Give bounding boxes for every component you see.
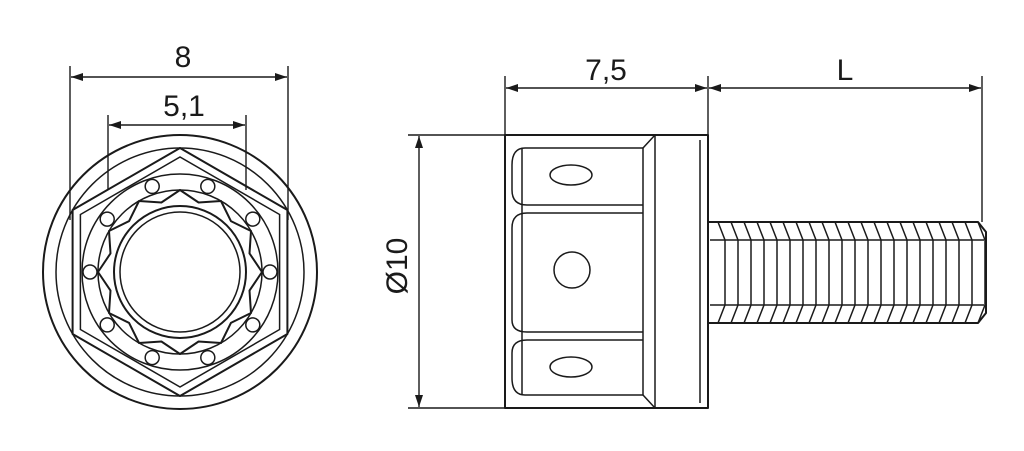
thread-crest — [717, 221, 726, 324]
thread-crest — [808, 221, 817, 324]
thread-crest — [782, 221, 791, 324]
thread-crest — [925, 221, 934, 324]
thread-crest — [847, 221, 856, 324]
thread-crest — [951, 221, 960, 324]
thread-crest — [912, 221, 921, 324]
drill-hole — [245, 211, 261, 227]
socket-outline — [97, 189, 263, 355]
drill-hole — [144, 178, 160, 195]
chamfer-top — [642, 134, 656, 149]
side-hole-bottom — [549, 356, 593, 378]
thread-crest — [743, 221, 752, 324]
thread-crest — [821, 221, 830, 324]
thread-lines — [710, 221, 986, 324]
thread-outline — [707, 221, 987, 324]
drill-hole — [200, 178, 216, 195]
side-hole-top — [549, 164, 593, 186]
hex-flat-bottom — [511, 339, 643, 396]
thread-crest — [769, 221, 778, 324]
thread-crest — [834, 221, 843, 324]
end-view: 8 5,1 — [42, 41, 318, 410]
dim-label-socket-width: 5,1 — [163, 90, 205, 123]
drill-hole — [144, 349, 160, 366]
thread-crest — [899, 221, 908, 324]
thread-crest — [977, 221, 986, 324]
thread-crest — [730, 221, 739, 324]
thread-crest — [964, 221, 973, 324]
dim-label-flange-width: 8 — [175, 41, 192, 74]
thread-crest — [756, 221, 765, 324]
hex-flat-middle — [511, 228, 643, 333]
drill-hole — [262, 264, 278, 280]
chamfer-bottom — [642, 394, 656, 409]
thread-crest — [860, 221, 869, 324]
bore-circle — [113, 205, 247, 339]
outer-circle — [42, 134, 318, 410]
thread-crest — [795, 221, 804, 324]
drill-hole — [99, 211, 115, 227]
hex-flat-top — [511, 147, 643, 206]
drill-hole — [200, 349, 216, 366]
outer-circle-inner — [55, 147, 305, 397]
dim-label-thread-length: L — [837, 54, 854, 87]
hex-outline — [71, 147, 289, 397]
thread-crest — [938, 221, 947, 324]
dim-label-head-diameter: Ø10 — [381, 238, 414, 295]
drill-hole — [82, 264, 98, 280]
thread-crest — [886, 221, 895, 324]
hole-ring-inner — [97, 189, 263, 355]
bore-circle-inner — [119, 211, 241, 333]
side-hole-center — [553, 251, 591, 289]
head-outline — [504, 134, 709, 409]
hex-inner-outline — [79, 156, 281, 388]
dim-label-head-length: 7,5 — [585, 54, 627, 87]
side-view: 7,5 L Ø10 — [381, 54, 987, 409]
hole-ring-outer — [81, 173, 279, 371]
thread-crest — [873, 221, 882, 324]
drill-hole — [99, 317, 115, 333]
drill-hole — [245, 317, 261, 333]
hex-flat-top-inner — [511, 212, 643, 229]
drill-holes — [82, 178, 278, 366]
